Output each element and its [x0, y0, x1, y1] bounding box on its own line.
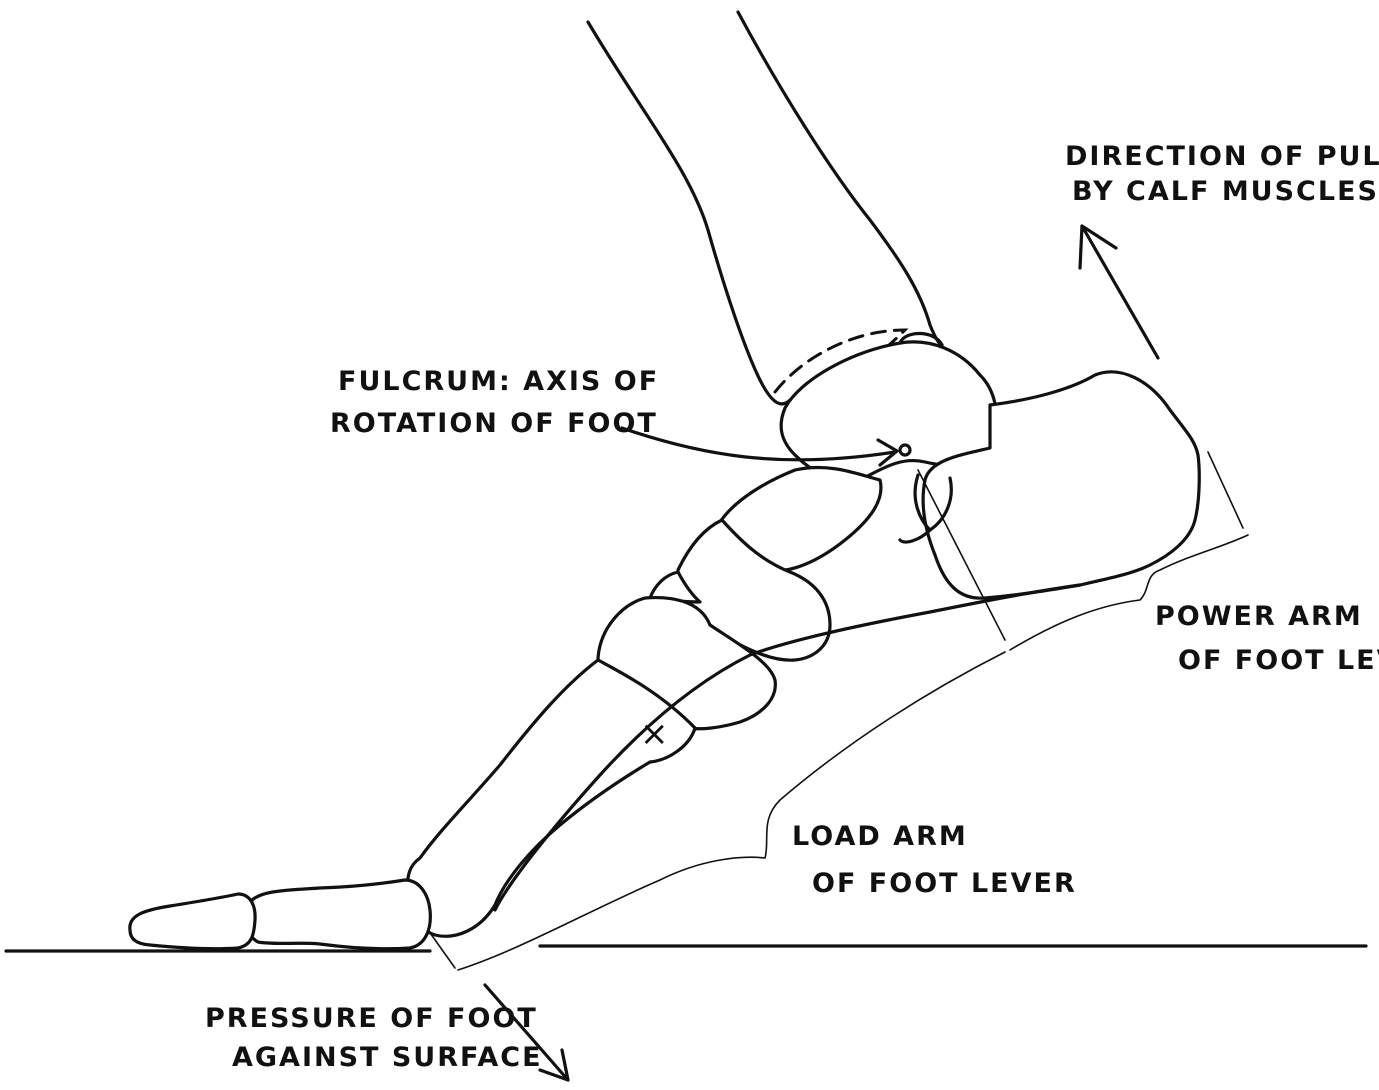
pull-arrow — [1080, 226, 1158, 358]
power-arm-label-line2: OF FOOT LEV — [1178, 645, 1379, 676]
x-mark: × — [640, 714, 671, 754]
proximal-phalanx-bone — [246, 880, 431, 949]
fulcrum-label-line1: FULCRUM: AXIS OF — [338, 366, 659, 397]
pull-label-line2: BY CALF MUSCLES — [1072, 176, 1379, 207]
pull-label-line1: DIRECTION OF PULL — [1065, 141, 1379, 172]
first-metatarsal-bone — [408, 660, 696, 936]
load-arm-label-line1: LOAD ARM — [792, 821, 968, 852]
power-arm-label-line1: POWER ARM — [1155, 601, 1363, 632]
pressure-label-line1: PRESSURE OF FOOT — [205, 1003, 538, 1034]
load-arm-label-line2: OF FOOT LEVER — [812, 868, 1077, 899]
distal-phalanx-bone — [130, 894, 255, 949]
fulcrum-label-line2: ROTATION OF FOOT — [330, 408, 658, 439]
pressure-label-line2: AGAINST SURFACE — [232, 1042, 543, 1073]
